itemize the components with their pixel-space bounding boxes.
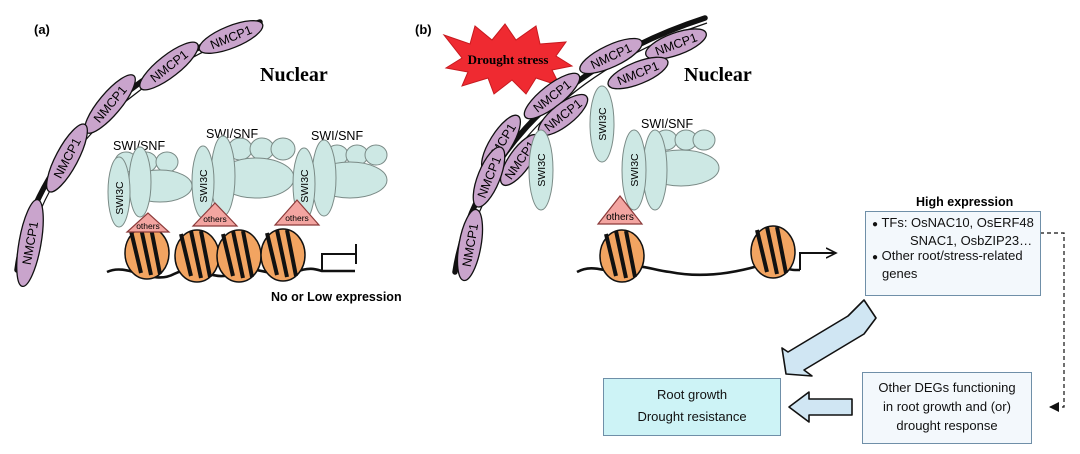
svg-text:SWI3C: SWI3C [597, 107, 609, 141]
drought-stress-label: Drought stress [468, 52, 549, 67]
nmcp1-protein: NMCP1 [579, 37, 643, 75]
high-expression-label: High expression [916, 195, 1013, 209]
swi3c-label: SWI3C [629, 153, 641, 187]
svg-text:others: others [136, 221, 160, 231]
swi3c-free: SWI3C [589, 85, 615, 163]
svg-text:SWI3C: SWI3C [536, 153, 548, 187]
outcome-line: Root growth [656, 387, 728, 402]
degs-line: Other DEGs functioning [878, 380, 1016, 395]
outcome-line: Drought resistance [637, 409, 747, 424]
others-protein: others [273, 199, 321, 226]
tf-list-item-cont: SNAC1, OsbZIP23… [910, 232, 1033, 248]
nmcp1-protein: NMCP1 [456, 208, 484, 282]
svg-text:others: others [606, 212, 634, 223]
degs-line: in root growth and (or) [883, 399, 1011, 414]
nmcp1-protein: NMCP1 [139, 41, 199, 91]
panel-a-label: (a) [34, 22, 50, 37]
degs-line: drought response [896, 418, 998, 433]
panel-b: (b) Nuclear Drought stress NMCP1 NMCP1 N… [415, 15, 1065, 423]
effect-arrow-diagonal [781, 299, 877, 377]
panel-a: (a) Nuclear NMCP1 NMCP1 NMCP1 NMCP1 NMCP… [14, 19, 402, 304]
other-genes-item-cont: genes [882, 265, 918, 281]
swi-snf-complex [621, 129, 720, 211]
other-genes-item: ● Other root/stress-related [872, 248, 1023, 263]
swi-snf-label: SWI/SNF [311, 129, 363, 143]
repressed-promoter-icon [321, 244, 357, 271]
swi3c-free: SWI3C [528, 129, 554, 211]
upregulated-genes-box: ● TFs: OsNAC10, OsERF48 SNAC1, OsbZIP23…… [865, 211, 1041, 296]
others-protein: others [596, 195, 644, 225]
nmcp1-protein: NMCP1 [198, 20, 264, 54]
nmcp1-protein: NMCP1 [46, 123, 88, 193]
dashed-connector [1026, 232, 1065, 412]
panel-b-label: (b) [415, 22, 432, 37]
nucleosome [750, 225, 796, 279]
swi-snf-complex [191, 135, 296, 219]
swi-snf-label: SWI/SNF [206, 127, 258, 141]
swi3c-label: SWI3C [114, 181, 126, 215]
others-protein: others [125, 212, 171, 233]
svg-text:others: others [285, 213, 309, 223]
swi-snf-complex [292, 139, 388, 221]
effect-arrow-horizontal [788, 391, 853, 423]
nucleosome [599, 229, 645, 283]
swi3c-label: SWI3C [198, 169, 210, 203]
nucleosome [260, 228, 306, 282]
panel-b-nuclear-title: Nuclear [684, 64, 752, 86]
other-degs-box: Other DEGs functioning in root growth an… [862, 372, 1032, 444]
others-protein: others [191, 202, 239, 227]
swi-snf-label: SWI/SNF [113, 139, 165, 153]
nucleosome [216, 229, 262, 283]
nmcp1-protein: NMCP1 [16, 198, 44, 288]
tf-list-item: ● TFs: OsNAC10, OsERF48 [872, 215, 1034, 230]
panel-a-nuclear-title: Nuclear [260, 64, 328, 86]
nucleosome [124, 226, 170, 280]
active-promoter-icon [799, 253, 836, 270]
nucleosome [174, 229, 220, 283]
svg-text:others: others [203, 214, 227, 224]
swi3c-label: SWI3C [299, 169, 311, 203]
drought-stress-burst: Drought stress [442, 23, 574, 95]
outcome-box: Root growth Drought resistance [603, 378, 781, 436]
expression-status: No or Low expression [271, 290, 402, 304]
swi-snf-label: SWI/SNF [641, 117, 693, 131]
